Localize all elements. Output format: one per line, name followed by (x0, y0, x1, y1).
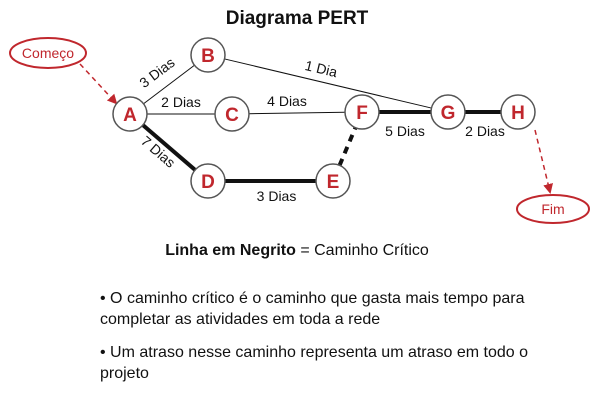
edge-e-f (337, 126, 358, 167)
edge-label-b-g: 1 Dia (303, 57, 339, 80)
edge-label-g-h: 2 Dias (465, 123, 505, 139)
start-pill: Começo (9, 37, 87, 69)
node-circle (315, 163, 351, 199)
node-label: H (511, 103, 525, 124)
node-circle (344, 94, 380, 130)
node-h: H (500, 94, 536, 130)
bullet-item: • Um atraso nesse caminho representa um … (100, 344, 529, 382)
node-label: F (356, 103, 368, 124)
legend: Linha em Negrito = Caminho Crítico (0, 242, 594, 260)
edge-label-a-b: 3 Dias (136, 54, 177, 91)
edges (141, 58, 501, 183)
edge-c-f (248, 111, 346, 115)
end-label: Fim (541, 201, 564, 217)
edge-label-d-e: 3 Dias (257, 188, 297, 204)
node-c: C (214, 96, 250, 132)
legend-bold-text: Linha em Negrito (165, 242, 296, 259)
start-label: Começo (22, 45, 74, 61)
node-b: B (190, 37, 226, 73)
node-circle (190, 163, 226, 199)
node-label: G (441, 103, 456, 124)
node-circle (500, 94, 536, 130)
edge-label-f-g: 5 Dias (385, 123, 425, 139)
start-arrow (79, 63, 118, 105)
node-circle (430, 94, 466, 130)
node-e: E (315, 163, 351, 199)
node-label: D (201, 172, 215, 193)
edge-label-a-c: 2 Dias (161, 94, 201, 110)
bullet-item: • O caminho crítico é o caminho que gast… (100, 290, 525, 328)
edge-label-c-f: 4 Dias (267, 93, 307, 109)
node-d: D (190, 163, 226, 199)
edge-a-b (143, 64, 195, 105)
nodes: A B C D E F G H (112, 37, 536, 199)
node-label: A (123, 105, 137, 126)
end-pill: Fim (516, 194, 590, 224)
node-label: B (201, 46, 215, 67)
node-circle (214, 96, 250, 132)
node-f: F (344, 94, 380, 130)
node-circle (112, 96, 148, 132)
diagram-title: Diagrama PERT (226, 8, 369, 29)
edge-a-d (141, 123, 197, 172)
node-g: G (430, 94, 466, 130)
edge-b-g (224, 58, 432, 109)
node-label: C (225, 105, 239, 126)
node-label: E (327, 172, 340, 193)
node-circle (190, 37, 226, 73)
end-arrow (534, 129, 553, 194)
legend-rest-text: = Caminho Crítico (295, 242, 429, 259)
node-a: A (112, 96, 148, 132)
